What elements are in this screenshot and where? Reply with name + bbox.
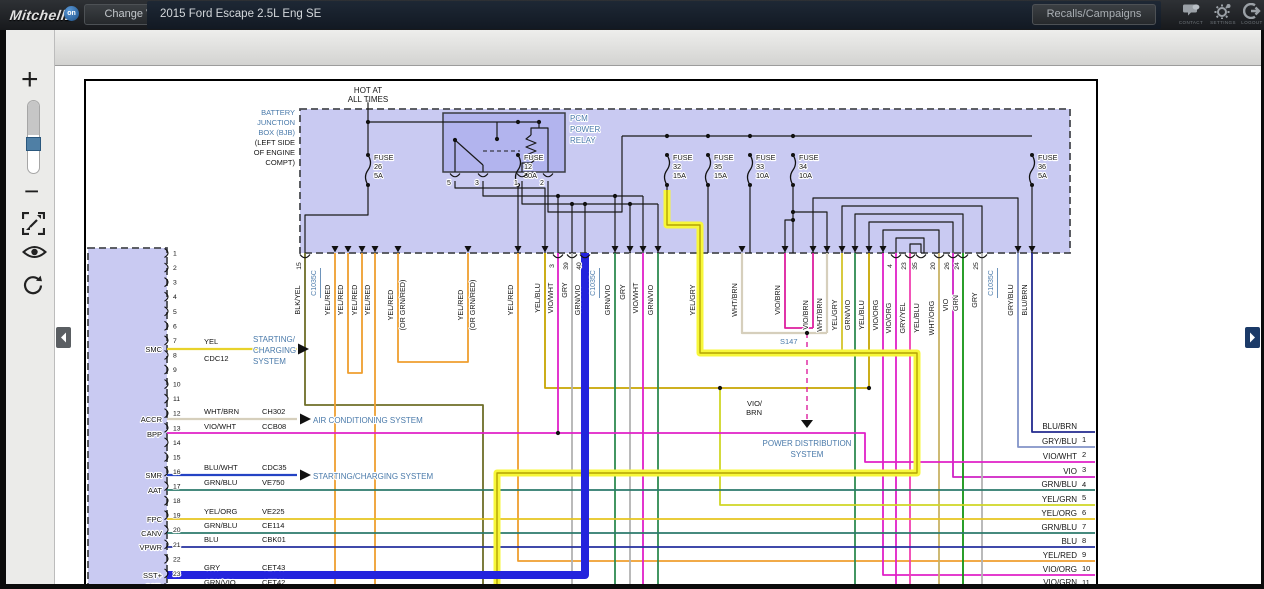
logout-label: LOGOUT bbox=[1241, 20, 1263, 25]
zoom-slider[interactable] bbox=[26, 100, 41, 174]
logout-button[interactable]: LOGOUT bbox=[1237, 2, 1264, 25]
viewer-canvas bbox=[55, 66, 1261, 584]
fit-screen-button[interactable] bbox=[21, 211, 46, 240]
vehicle-tab-label: 2015 Ford Escape 2.5L Eng SE bbox=[160, 8, 322, 20]
refresh-button[interactable] bbox=[22, 274, 44, 302]
viewer-toolbar bbox=[6, 30, 1261, 66]
zoom-slider-fill bbox=[28, 101, 39, 135]
fit-screen-icon bbox=[21, 211, 46, 236]
arrow-right-icon bbox=[1250, 332, 1255, 343]
recalls-campaigns-button[interactable]: Recalls/Campaigns bbox=[1032, 4, 1156, 25]
vehicle-tab[interactable] bbox=[147, 1, 1161, 29]
zoom-tool-strip: + − bbox=[6, 30, 55, 584]
zoom-out-button[interactable]: − bbox=[24, 176, 40, 206]
arrow-left-icon bbox=[61, 332, 66, 343]
visibility-button[interactable] bbox=[22, 244, 47, 265]
frame-bottom bbox=[0, 584, 1264, 589]
contact-icon bbox=[1176, 3, 1206, 19]
zoom-slider-handle[interactable] bbox=[26, 137, 41, 151]
zoom-in-button[interactable]: + bbox=[21, 63, 39, 96]
frame-right bbox=[1261, 30, 1264, 584]
eye-icon bbox=[22, 246, 47, 258]
logout-icon bbox=[1237, 2, 1264, 20]
settings-label: SETTINGS bbox=[1210, 20, 1236, 25]
settings-icon bbox=[1208, 3, 1238, 20]
logo-on-badge: on bbox=[64, 6, 79, 21]
contact-button[interactable]: CONTACT bbox=[1176, 3, 1206, 25]
page-next-tab[interactable] bbox=[1245, 327, 1260, 348]
refresh-icon bbox=[23, 275, 43, 295]
top-bar: Mitchell1 on Change Vehicle 2015 Ford Es… bbox=[0, 0, 1264, 30]
frame-left bbox=[0, 30, 6, 589]
page-prev-tab[interactable] bbox=[56, 327, 71, 348]
settings-button[interactable]: SETTINGS bbox=[1208, 3, 1238, 25]
contact-label: CONTACT bbox=[1178, 20, 1204, 25]
